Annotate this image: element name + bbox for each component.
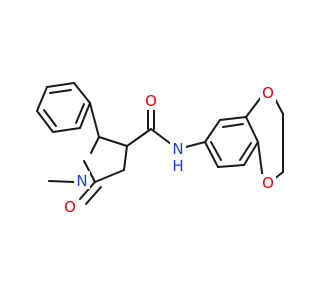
label-bg-o-top — [260, 84, 276, 102]
bond-aryl-otop — [245, 95, 263, 118]
bond-aryl-3 — [245, 116, 259, 143]
bond-n1-c2 — [90, 136, 100, 154]
bond-aryl-1 — [204, 119, 221, 143]
bond-n-aryl — [185, 141, 206, 148]
label-bg-o-lactam — [62, 197, 78, 215]
bond-phenyl-inner-1 — [49, 89, 72, 94]
bond-phenyl-5 — [36, 86, 48, 112]
bond-n1-methyl — [48, 180, 75, 183]
bond-c3-camide — [126, 128, 152, 147]
bond-aryl-4 — [243, 141, 259, 166]
bond-c3-c4 — [123, 145, 128, 171]
atom-o-dioxane-top: O — [262, 84, 274, 102]
bond-phenyl-3 — [52, 127, 81, 133]
atom-o-amide: O — [145, 92, 157, 110]
bond-phenyl-inner-2 — [75, 103, 85, 124]
bond-camide-n — [150, 128, 172, 145]
bond-phenyl-c2 — [89, 102, 100, 138]
label-bg-n-ring — [74, 171, 90, 189]
atom-n-amide: N — [172, 140, 183, 158]
bond-phenyl-1 — [73, 82, 91, 104]
bond-aryl-inner-3 — [210, 141, 222, 161]
molecule-diagram: O N O N H O O — [36, 82, 284, 216]
atom-o-lactam: O — [64, 198, 76, 216]
bond-c2-c3 — [98, 136, 128, 147]
bond-aryl-2 — [219, 116, 247, 121]
bond-aryl-inner-2 — [239, 142, 252, 161]
label-bg-o-amide — [143, 92, 159, 110]
bond-phenyl-6 — [46, 82, 75, 88]
atom-n-ring: N — [76, 172, 87, 190]
bonds — [36, 82, 284, 205]
label-bg-n-amide — [170, 140, 186, 158]
atom-labels: O N O N H O O — [62, 84, 276, 216]
bond-aryl-6 — [204, 141, 219, 168]
bond-c5-o-b — [85, 186, 102, 205]
atom-h-amide: H — [172, 157, 183, 175]
bond-c5-o-a — [79, 181, 96, 200]
bond-phenyl-inner-3 — [43, 109, 57, 127]
atom-o-dioxane-bottom: O — [262, 174, 274, 192]
structure-canvas: O N O N H O O — [36, 82, 284, 216]
bond-phenyl-2 — [79, 102, 91, 129]
bond-phenyl-4 — [36, 110, 54, 133]
bond-aryl-inner-1 — [222, 123, 244, 128]
bond-obottom-aryl — [257, 141, 264, 181]
bond-aryl-5 — [217, 164, 245, 168]
label-bg-o-bottom — [260, 174, 276, 192]
bond-c4-c5 — [94, 169, 125, 183]
